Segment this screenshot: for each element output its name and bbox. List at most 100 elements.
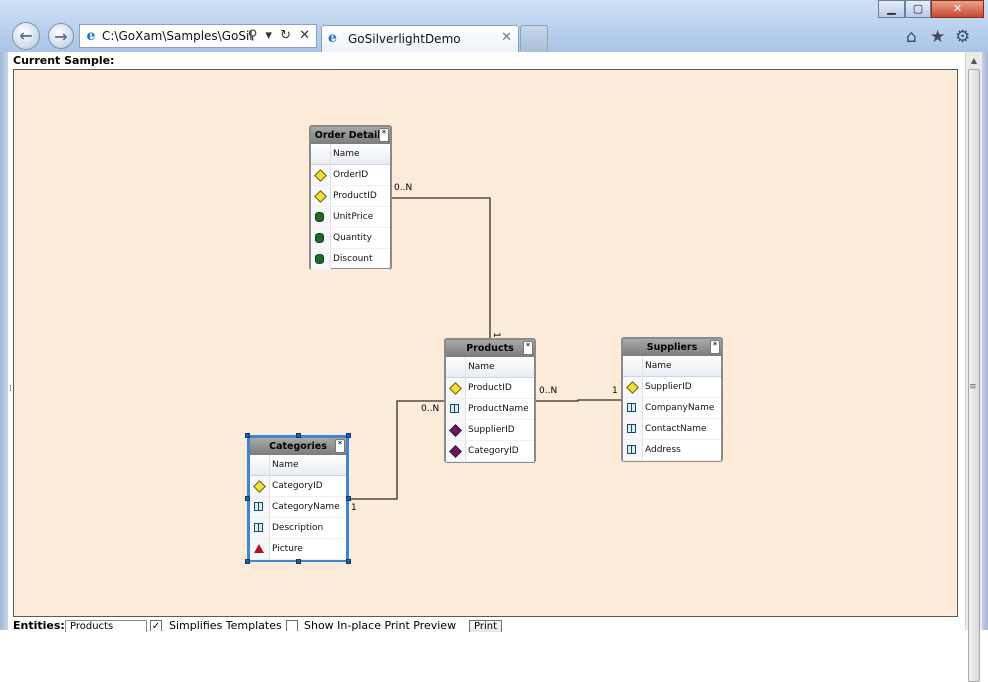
link-label-products-many: 0..N [539,386,558,396]
field-row[interactable]: ProductName [446,399,534,420]
tab-title: GoSilverlightDemo [348,32,461,46]
show-print-preview-label: Show In-place Print Preview [304,619,457,632]
resize-handle[interactable] [346,559,351,564]
string-field-icon [627,445,636,454]
column-header-row: Name [250,455,346,476]
entity-title: Suppliers [623,339,721,356]
string-field-icon [627,424,636,433]
field-name: OrderID [333,170,369,180]
entity-title: Products [446,340,534,357]
print-button[interactable]: Print [469,620,502,632]
resize-handle[interactable] [245,496,250,501]
field-name: ProductID [468,383,512,393]
scroll-up-icon[interactable]: ▲ [970,56,978,65]
resize-handle[interactable] [346,496,351,501]
field-name: Address [645,445,681,455]
column-header-row: Name [446,357,534,378]
entity-suppliers[interactable]: Suppliers * Name SupplierID CompanyName … [621,337,723,462]
back-arrow-icon: ← [19,26,33,45]
field-grid: Name OrderID ProductID UnitPrice Quantit… [311,144,390,270]
primary-key-icon [449,382,462,395]
link-label-suppliers-one: 1 [612,386,618,396]
expand-toggle-button[interactable]: * [335,439,345,453]
field-name: Quantity [333,233,372,243]
window-buttons: ▁ ▢ ✕ [878,0,984,19]
tools-gear-icon[interactable]: ⚙ [955,27,971,47]
field-row[interactable]: ProductID [446,378,534,399]
vertical-scrollbar[interactable]: ▲ ≡ [965,52,982,682]
foreign-key-icon [449,445,462,458]
minimize-button[interactable]: ▁ [878,0,905,18]
entity-order-details[interactable]: Order Details * Name OrderID ProductID U… [309,125,392,270]
column-header-row: Name [623,356,721,377]
back-button[interactable]: ← [12,22,40,50]
window-right-border [981,52,988,630]
window-left-border [0,52,8,630]
resize-handle[interactable] [346,433,351,438]
show-print-preview-checkbox[interactable] [286,620,298,631]
simplifies-templates-label: Simplifies Templates [169,619,282,632]
new-tab-button[interactable] [520,25,548,51]
scroll-thumb[interactable] [968,69,980,682]
string-field-icon [627,403,636,412]
expand-toggle-button[interactable]: * [523,341,533,355]
current-sample-label: Current Sample: [13,54,115,67]
simplifies-templates-checkbox[interactable]: ✓ [150,620,162,632]
entities-select[interactable]: Products [65,620,147,632]
splitter-grip-icon[interactable]: ⁞ [9,384,12,394]
field-row[interactable]: Quantity [311,228,390,249]
field-row[interactable]: CategoryName [250,497,346,518]
column-header-row: Name [311,144,390,165]
column-header-name[interactable]: Name [272,460,299,470]
field-row[interactable]: CategoryID [446,441,534,462]
primary-key-icon [314,169,327,182]
tab-close-icon[interactable]: ✕ [501,30,512,45]
resize-handle[interactable] [245,559,250,564]
field-row[interactable]: UnitPrice [311,207,390,228]
favorites-star-icon[interactable]: ★ [930,27,946,47]
field-grid: Name CategoryID CategoryName Description… [250,455,346,560]
field-name: CategoryID [272,481,323,491]
field-name: ProductName [468,404,529,414]
address-tools-icons[interactable]: ⚲ ▾ ↻ ✕ [247,28,312,43]
column-header-name[interactable]: Name [645,361,672,371]
field-name: CategoryName [272,502,340,512]
resize-handle[interactable] [296,433,301,438]
field-name: ProductID [333,191,377,201]
field-row[interactable]: Address [623,440,721,461]
home-icon[interactable]: ⌂ [906,27,917,47]
entity-products[interactable]: Products * Name ProductID ProductName Su… [444,338,536,463]
image-field-icon [254,544,264,553]
ie-page-icon: e [86,28,96,44]
link-label-categories-one: 1 [351,503,357,513]
column-header-name[interactable]: Name [468,362,495,372]
field-name: SupplierID [645,382,692,392]
resize-handle[interactable] [245,433,250,438]
field-row[interactable]: ProductID [311,186,390,207]
field-row[interactable]: SupplierID [623,377,721,398]
maximize-button[interactable]: ▢ [905,0,931,18]
address-bar[interactable]: e C:\GoXam\Samples\GoSilv ⚲ ▾ ↻ ✕ [79,24,317,48]
field-row[interactable]: CategoryID [250,476,346,497]
field-row[interactable]: OrderID [311,165,390,186]
field-row[interactable]: ContactName [623,419,721,440]
close-window-button[interactable]: ✕ [931,0,984,18]
forward-button[interactable]: → [48,23,74,49]
link-label-products-many-2: 0..N [421,404,440,414]
field-row[interactable]: SupplierID [446,420,534,441]
field-row[interactable]: Discount [311,249,390,270]
foreign-key-icon [449,424,462,437]
field-row[interactable]: Description [250,518,346,539]
maximize-icon: ▢ [912,2,924,15]
expand-toggle-button[interactable]: * [379,128,389,142]
tab-gosilverlightdemo[interactable]: e GoSilverlightDemo ✕ [321,25,519,52]
address-url[interactable]: C:\GoXam\Samples\GoSilv [102,29,252,43]
column-header-name[interactable]: Name [333,149,360,159]
field-name: UnitPrice [333,212,374,222]
field-row[interactable]: Picture [250,539,346,560]
entity-categories[interactable]: Categories * Name CategoryID CategoryNam… [247,435,349,562]
expand-toggle-button[interactable]: * [710,340,720,354]
resize-handle[interactable] [296,559,301,564]
field-grid: Name SupplierID CompanyName ContactName … [623,356,721,461]
field-row[interactable]: CompanyName [623,398,721,419]
